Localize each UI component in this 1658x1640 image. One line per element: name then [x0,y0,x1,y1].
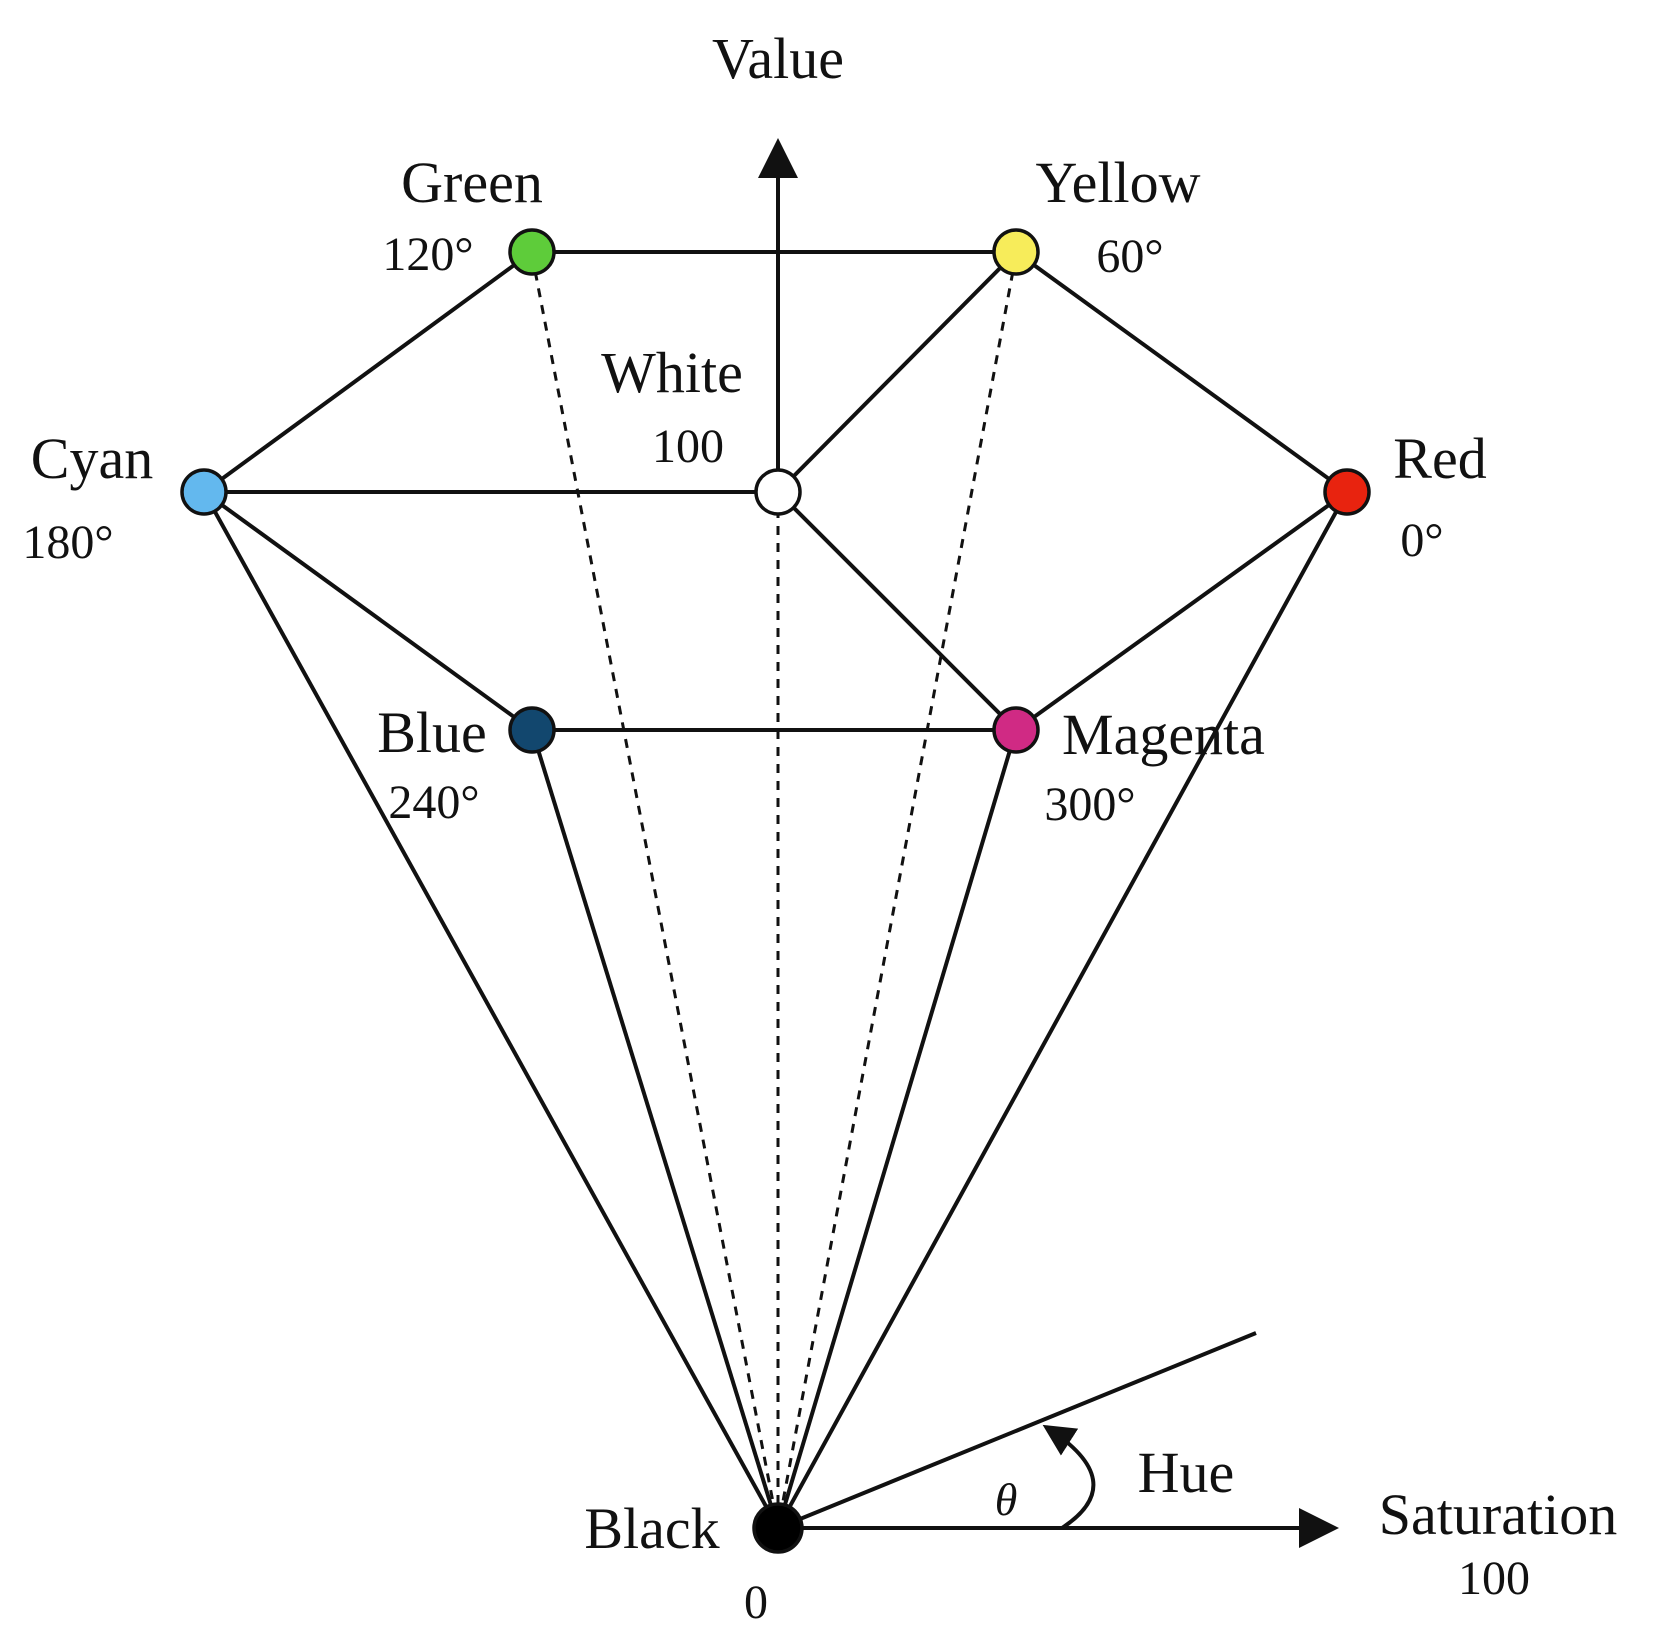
black-node [752,1502,804,1554]
green-angle-label: 120° [382,228,473,281]
green-label: Green [401,150,543,215]
green-node [508,228,556,276]
saturation-max-label: 100 [1458,1552,1530,1605]
black-label: Black [584,1496,719,1561]
dashed-edge-green-black [530,254,780,1529]
red-label: Red [1393,426,1486,491]
saturation-axis-label: Saturation [1379,1482,1617,1547]
red-angle-label: 0° [1400,514,1443,567]
hue-reference-line [777,1331,1257,1530]
white-label: White [601,340,743,405]
edge-yellow-white [776,250,1018,494]
magenta-angle-label: 300° [1044,778,1135,831]
black-value-label: 0 [744,1576,768,1629]
edge-yellow-red [1014,250,1349,494]
edge-blue-black [530,729,780,1529]
blue-node [508,706,556,754]
edge-magenta-black [776,729,1018,1529]
edge-red-black [776,491,1349,1529]
yellow-label: Yellow [1036,150,1201,215]
edge-green-cyan [202,250,534,494]
cyan-angle-label: 180° [22,516,113,569]
edge-red-magenta [1014,490,1349,732]
white-value-label: 100 [652,420,724,473]
blue-label: Blue [377,700,487,765]
blue-angle-label: 240° [388,776,479,829]
yellow-node [992,228,1040,276]
cyan-label: Cyan [31,426,153,491]
red-node [1323,468,1371,516]
cyan-node [180,468,228,516]
value-axis-label: Value [712,26,844,91]
edge-white-magenta [776,490,1018,732]
theta-label: θ [995,1474,1018,1525]
magenta-label: Magenta [1062,702,1265,767]
dashed-edge-yellow-black [776,254,1018,1529]
hue-angle-arrow [1042,1424,1096,1530]
edge-cyan-black [202,491,780,1529]
white-node [754,468,802,516]
yellow-angle-label: 60° [1096,230,1163,283]
magenta-node [992,706,1040,754]
hue-label: Hue [1138,1440,1235,1505]
edge-cyan-blue [202,490,534,732]
